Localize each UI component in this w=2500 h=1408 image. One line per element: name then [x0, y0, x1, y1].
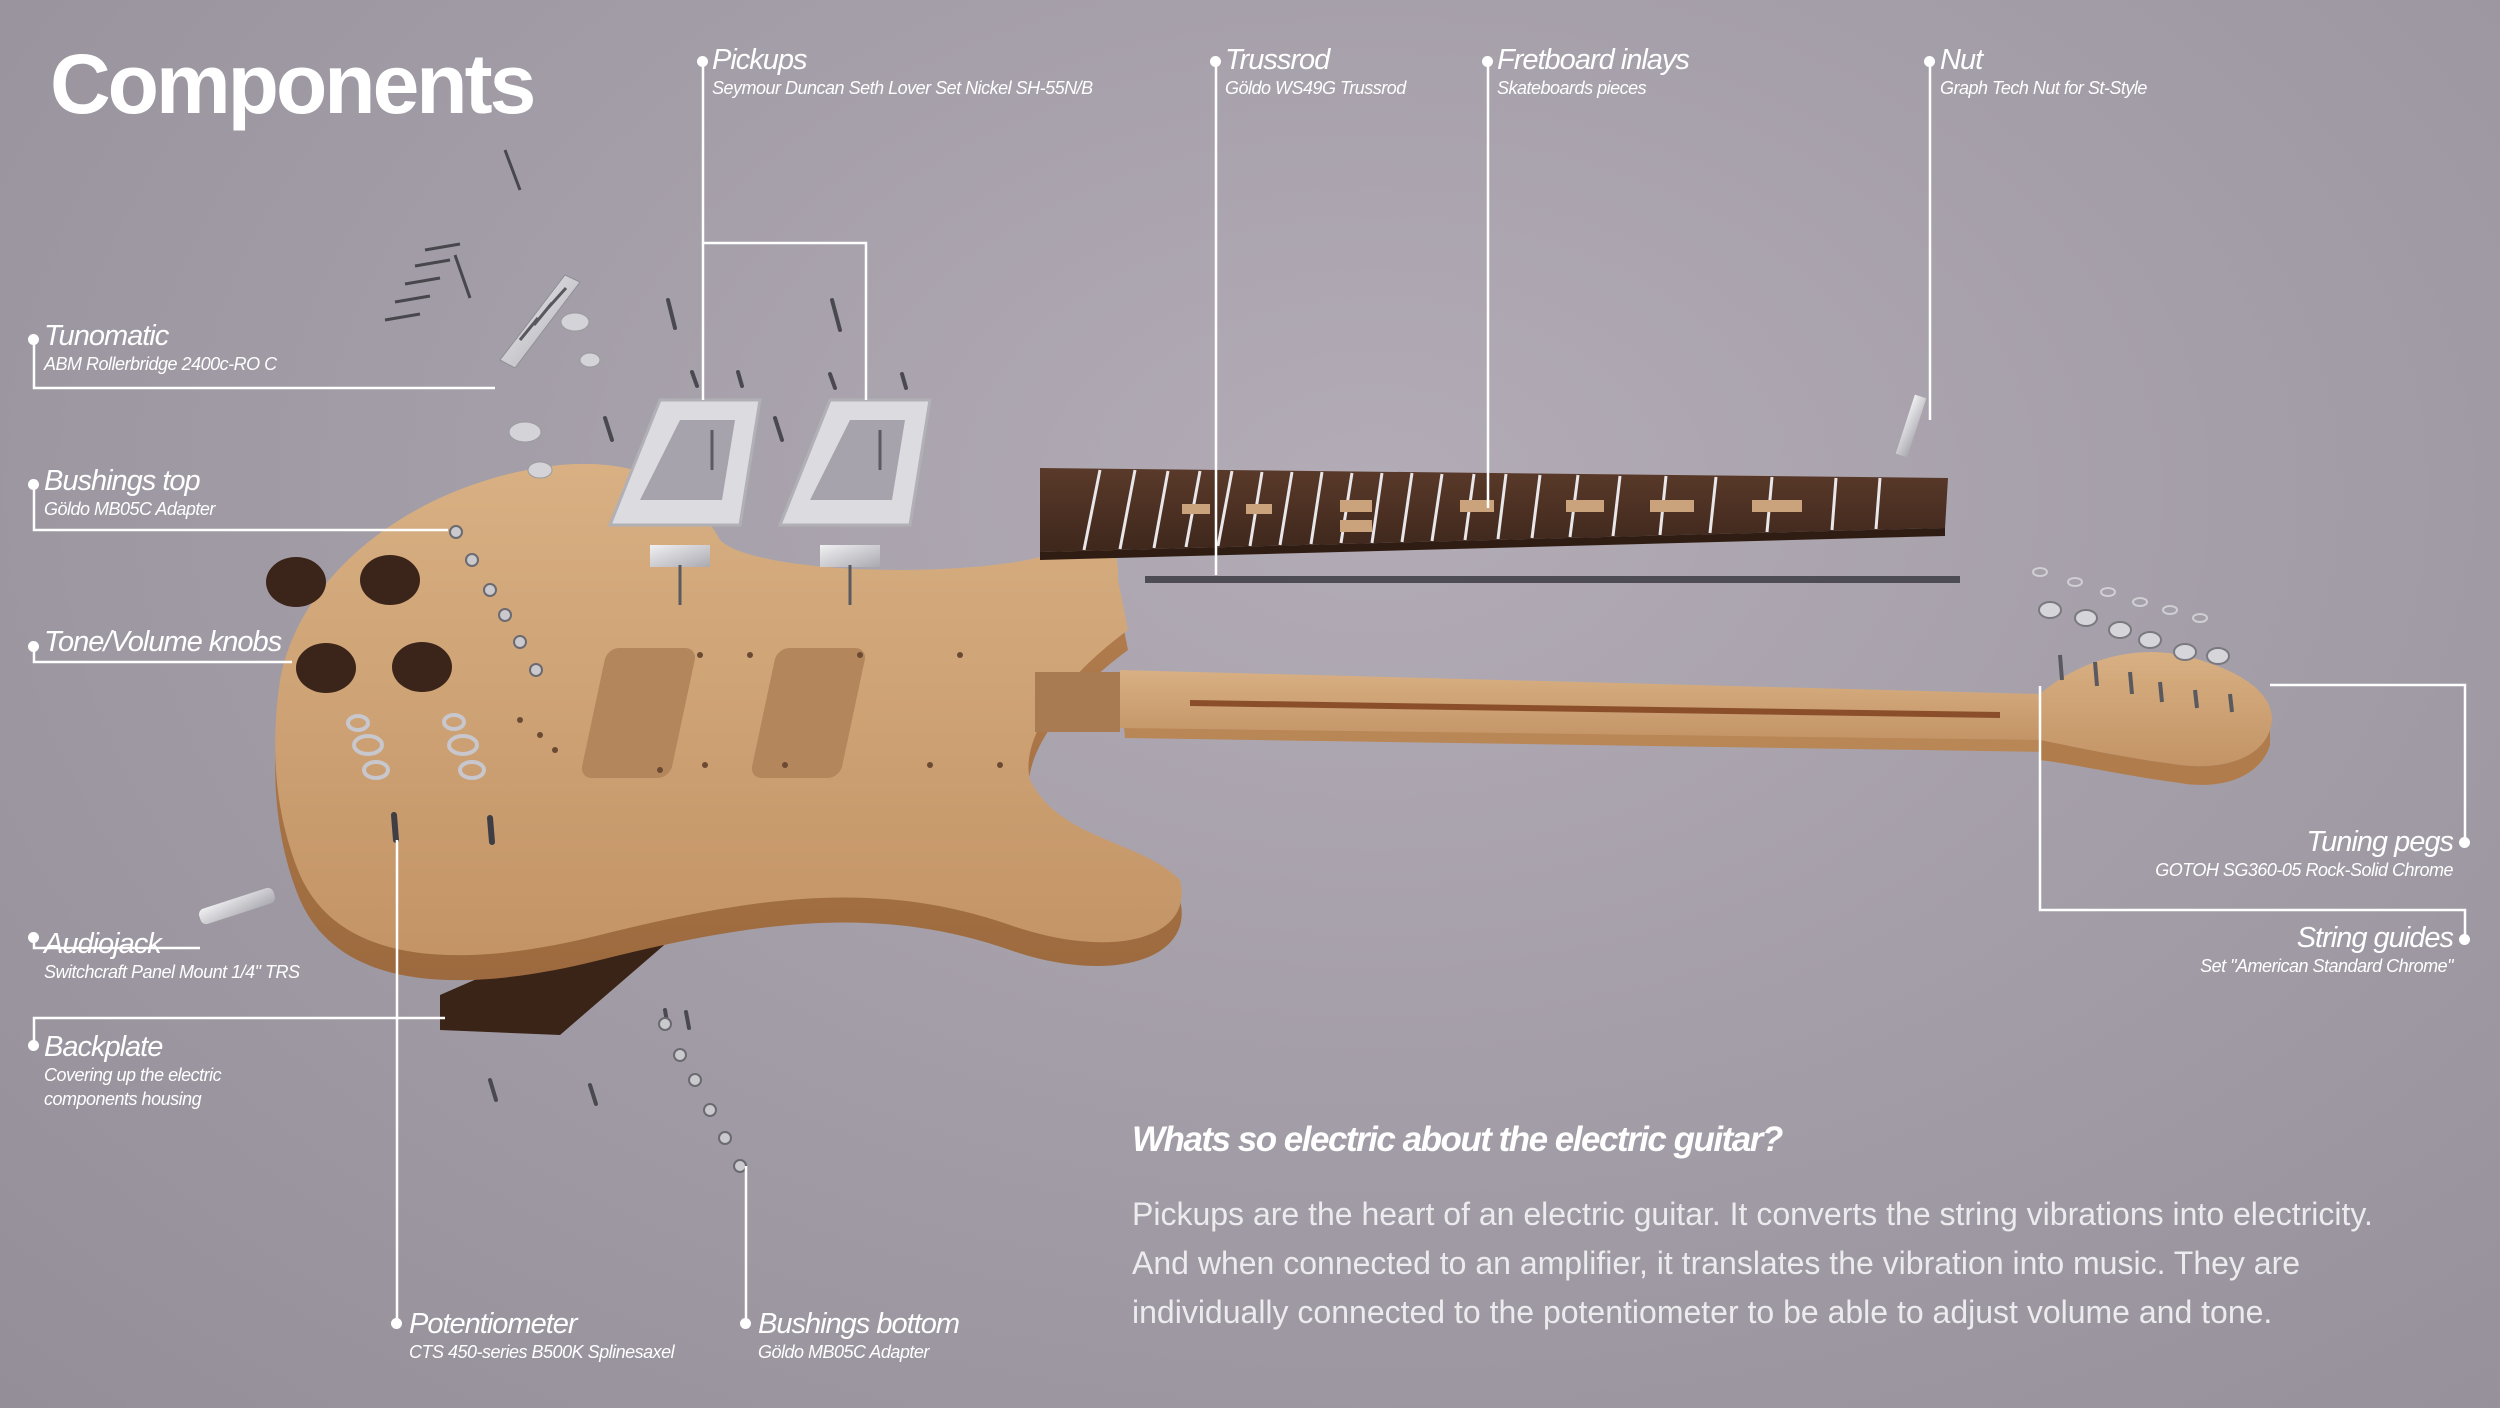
label-name: Pickups	[712, 44, 808, 76]
info-paragraph: Pickups are the heart of an electric gui…	[1132, 1196, 2373, 1330]
label-name: Tuning pegs	[2306, 826, 2454, 858]
label-sub: Göldo MB05C Adapter	[758, 1342, 929, 1362]
guitar-body	[275, 463, 1182, 981]
label-name: String guides	[2296, 922, 2454, 954]
label-sub: Set "American Standard Chrome"	[2200, 956, 2453, 976]
tuning-pegs-dot	[2459, 837, 2470, 848]
fretboard	[1040, 468, 1948, 560]
info-question: Whats so electric about the electric gui…	[1132, 1120, 1783, 1159]
label-sub: components housing	[44, 1089, 202, 1109]
label-sub: Göldo WS49G Trussrod	[1225, 78, 1406, 98]
label-pickups: Pickups Seymour Duncan Seth Lover Set Ni…	[712, 44, 1093, 100]
label-sub: ABM Rollerbridge 2400c-RO C	[44, 354, 277, 374]
label-name: Bushings bottom	[758, 1308, 960, 1340]
audiojack-dot	[28, 932, 39, 943]
trussrod-dot	[1210, 56, 1221, 67]
label-name: Audiojack	[44, 928, 162, 960]
label-name: Backplate	[44, 1031, 163, 1063]
tuning-pegs	[2032, 567, 2234, 713]
label-trussrod: Trussrod Göldo WS49G Trussrod	[1225, 44, 1406, 100]
label-sub: Switchcraft Panel Mount 1/4" TRS	[44, 962, 300, 982]
label-tuning-pegs: Tuning pegs GOTOH SG360-05 Rock-Solid Ch…	[2155, 826, 2454, 882]
label-tunomatic: Tunomatic ABM Rollerbridge 2400c-RO C	[44, 320, 277, 376]
label-backplate: Backplate Covering up the electric compo…	[44, 1031, 222, 1111]
trussrod	[1145, 576, 1960, 583]
label-name: Tone/Volume knobs	[44, 626, 282, 658]
label-sub: Göldo MB05C Adapter	[44, 499, 215, 519]
label-name: Trussrod	[1225, 44, 1330, 76]
label-name: Potentiometer	[409, 1308, 578, 1340]
label-potentiometer: Potentiometer CTS 450-series B500K Splin…	[409, 1308, 675, 1364]
knobs-dot	[28, 641, 39, 652]
label-sub: GOTOH SG360-05 Rock-Solid Chrome	[2155, 860, 2453, 880]
label-sub: Graph Tech Nut for St-Style	[1940, 78, 2147, 98]
label-sub: CTS 450-series B500K Splinesaxel	[409, 1342, 675, 1362]
leader-lines	[32, 62, 2467, 1325]
label-name: Tunomatic	[44, 320, 169, 352]
pickups	[607, 398, 932, 605]
potentiometer-shafts	[391, 812, 495, 845]
label-nut: Nut Graph Tech Nut for St-Style	[1940, 44, 2147, 100]
backplate-dot	[28, 1040, 39, 1051]
label-name: Bushings top	[44, 465, 201, 497]
label-sub: Skateboards pieces	[1497, 78, 1647, 98]
bushings-bottom-dot	[740, 1318, 751, 1329]
bushings-top-dot	[28, 479, 39, 490]
nut	[1895, 394, 1927, 458]
label-name: Fretboard inlays	[1497, 44, 1690, 76]
tone-volume-knobs	[266, 555, 452, 693]
fretboard-dot	[1482, 56, 1493, 67]
tunomatic-dot	[28, 334, 39, 345]
label-string-guides: String guides Set "American Standard Chr…	[2200, 922, 2454, 978]
string-guides-dot	[2459, 934, 2470, 945]
audiojack	[198, 887, 276, 925]
guitar-neck	[1120, 652, 2272, 785]
pickups-dot	[697, 56, 708, 67]
label-audiojack: Audiojack Switchcraft Panel Mount 1/4" T…	[44, 928, 300, 984]
page-title: Components	[50, 37, 536, 131]
potentiometer-parts	[346, 713, 486, 780]
label-bushings-top: Bushings top Göldo MB05C Adapter	[44, 465, 215, 521]
label-name: Nut	[1940, 44, 1983, 76]
bushings	[449, 525, 747, 1173]
label-fretboard-inlays: Fretboard inlays Skateboards pieces	[1497, 44, 1690, 100]
label-sub: Covering up the electric	[44, 1065, 222, 1085]
tunomatic-bridge	[384, 149, 601, 479]
potentiometer-dot	[391, 1318, 402, 1329]
nut-dot	[1924, 56, 1935, 67]
label-sub: Seymour Duncan Seth Lover Set Nickel SH-…	[712, 78, 1093, 98]
label-bushings-bottom: Bushings bottom Göldo MB05C Adapter	[758, 1308, 960, 1364]
label-tone-volume-knobs: Tone/Volume knobs	[44, 626, 282, 658]
